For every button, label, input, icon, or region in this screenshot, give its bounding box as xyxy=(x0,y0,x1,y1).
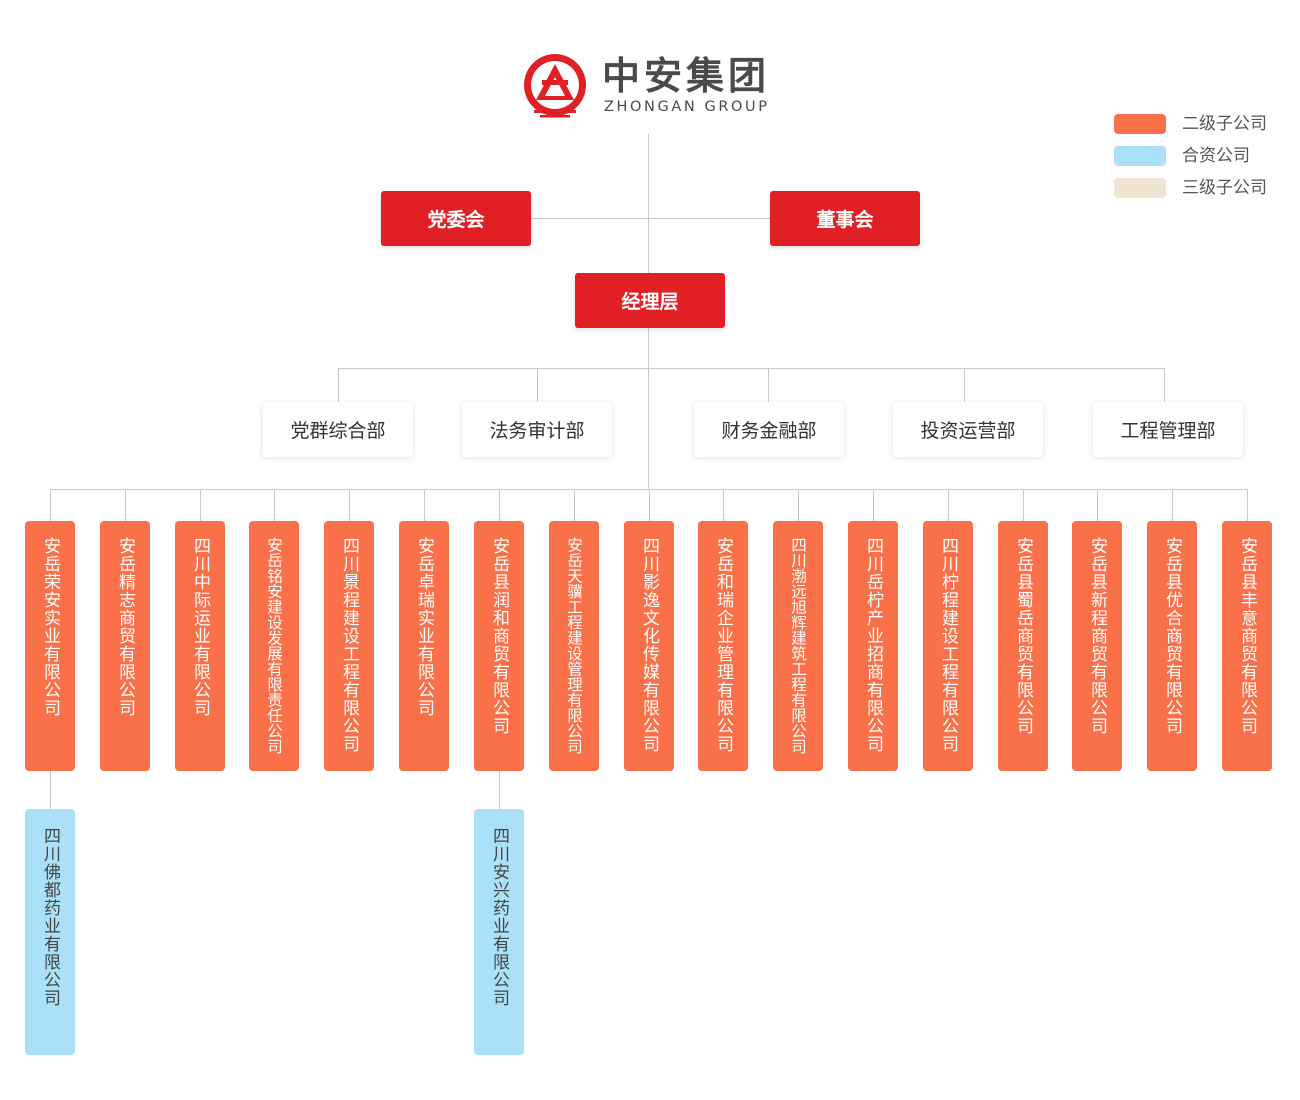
subsidiary-name: 安岳和瑞企业管理有限公司 xyxy=(713,537,733,753)
connector-subsidiary-drop xyxy=(424,489,425,521)
subsidiary-box: 安岳卓瑞实业有限公司 xyxy=(399,521,449,771)
subsidiary-name: 安岳县优合商贸有限公司 xyxy=(1162,537,1182,735)
logo-name-en: ZHONGAN GROUP xyxy=(604,99,770,115)
logo-name-cn: 中安集团 xyxy=(602,54,771,98)
subsidiary-box: 四川景程建设工程有限公司 xyxy=(324,521,374,771)
legend-item-level3: 三级子公司 xyxy=(1114,172,1289,204)
subsidiary-box: 安岳县润和商贸有限公司 xyxy=(474,521,524,771)
subsidiary-name: 安岳卓瑞实业有限公司 xyxy=(414,537,434,717)
subsidiary-box: 四川渤远旭辉建筑工程有限公司 xyxy=(773,521,823,771)
management-box: 经理层 xyxy=(575,273,725,328)
subsidiary-box: 四川岳柠产业招商有限公司 xyxy=(848,521,898,771)
subsidiary-box: 安岳和瑞企业管理有限公司 xyxy=(698,521,748,771)
connector-subsidiary-drop xyxy=(1023,489,1024,521)
connector-subsidiary-drop xyxy=(1247,489,1248,521)
connector-subsidiary-horizontal xyxy=(50,489,1247,490)
connector-subsidiary-drop xyxy=(574,489,575,521)
subsidiary-box: 安岳铭安建设发展有限责任公司 xyxy=(249,521,299,771)
subsidiary-name: 四川渤远旭辉建筑工程有限公司 xyxy=(789,537,807,754)
connector-subsidiary-drop xyxy=(50,489,51,521)
legend-label-joint-venture: 合资公司 xyxy=(1182,146,1250,166)
subsidiary-box: 四川柠程建设工程有限公司 xyxy=(923,521,973,771)
subsidiary-box: 安岳县丰意商贸有限公司 xyxy=(1222,521,1272,771)
connector-subsidiary-drop xyxy=(349,489,350,521)
subsidiary-name: 四川中际运业有限公司 xyxy=(190,537,210,717)
legend: 二级子公司 合资公司 三级子公司 xyxy=(1114,108,1289,204)
joint-venture-box: 四川佛都药业有限公司 xyxy=(25,809,75,1055)
connector-jv-1 xyxy=(50,771,51,809)
legend-swatch-level3 xyxy=(1114,178,1166,198)
subsidiary-box: 四川中际运业有限公司 xyxy=(175,521,225,771)
connector-subsidiary-drop xyxy=(274,489,275,521)
legend-item-level2: 二级子公司 xyxy=(1114,108,1289,140)
connector-subsidiary-drop xyxy=(200,489,201,521)
party-committee-box: 党委会 xyxy=(381,191,531,246)
connector-subsidiary-drop xyxy=(1097,489,1098,521)
connector-leadership-horizontal xyxy=(530,218,770,219)
subsidiary-name: 安岳精志商贸有限公司 xyxy=(115,537,135,717)
connector-jv-2 xyxy=(499,771,500,809)
subsidiary-name: 安岳荣安实业有限公司 xyxy=(40,537,60,717)
subsidiary-box: 安岳县新程商贸有限公司 xyxy=(1072,521,1122,771)
zhongan-logo-icon xyxy=(524,54,586,118)
connector-dept-5 xyxy=(1164,368,1165,402)
dept-legal-audit: 法务审计部 xyxy=(462,402,612,457)
connector-subsidiary-drop xyxy=(948,489,949,521)
connector-subsidiary-drop xyxy=(1172,489,1173,521)
connector-dept-3 xyxy=(768,368,769,402)
subsidiary-name: 安岳县蜀岳商贸有限公司 xyxy=(1013,537,1033,735)
subsidiary-box: 安岳精志商贸有限公司 xyxy=(100,521,150,771)
subsidiary-box: 安岳天骥工程建设管理有限公司 xyxy=(549,521,599,771)
subsidiary-name: 四川景程建设工程有限公司 xyxy=(339,537,359,753)
joint-venture-name: 四川佛都药业有限公司 xyxy=(40,827,60,1007)
connector-subsidiary-drop xyxy=(873,489,874,521)
board-of-directors-box: 董事会 xyxy=(770,191,920,246)
subsidiary-name: 安岳县新程商贸有限公司 xyxy=(1087,537,1107,735)
joint-venture-name: 四川安兴药业有限公司 xyxy=(489,827,509,1007)
company-logo: 中安集团 ZHONGAN GROUP xyxy=(520,52,790,122)
subsidiary-box: 安岳县蜀岳商贸有限公司 xyxy=(998,521,1048,771)
subsidiary-name: 四川柠程建设工程有限公司 xyxy=(938,537,958,753)
connector-dept-horizontal xyxy=(338,368,1165,369)
dept-engineering: 工程管理部 xyxy=(1093,402,1243,457)
subsidiary-name: 四川岳柠产业招商有限公司 xyxy=(863,537,883,753)
legend-label-level2: 二级子公司 xyxy=(1182,114,1267,134)
connector-subsidiary-drop xyxy=(723,489,724,521)
connector-subsidiary-drop xyxy=(649,489,650,521)
connector-dept-4 xyxy=(964,368,965,402)
legend-item-joint-venture: 合资公司 xyxy=(1114,140,1289,172)
joint-venture-box: 四川安兴药业有限公司 xyxy=(474,809,524,1055)
connector-subsidiary-drop xyxy=(125,489,126,521)
connector-dept-2 xyxy=(537,368,538,402)
subsidiary-box: 安岳荣安实业有限公司 xyxy=(25,521,75,771)
connector-subsidiary-drop xyxy=(798,489,799,521)
subsidiary-name: 四川影逸文化传媒有限公司 xyxy=(639,537,659,753)
subsidiary-name: 安岳天骥工程建设管理有限公司 xyxy=(565,537,583,754)
dept-finance: 财务金融部 xyxy=(694,402,844,457)
legend-swatch-level2 xyxy=(1114,114,1166,134)
subsidiary-name: 安岳县丰意商贸有限公司 xyxy=(1237,537,1257,735)
dept-investment-operations: 投资运营部 xyxy=(893,402,1043,457)
legend-swatch-joint-venture xyxy=(1114,146,1166,166)
legend-label-level3: 三级子公司 xyxy=(1182,178,1267,198)
dept-party-general: 党群综合部 xyxy=(263,402,413,457)
subsidiary-name: 安岳县润和商贸有限公司 xyxy=(489,537,509,735)
connector-dept-1 xyxy=(338,368,339,402)
connector-subsidiary-drop xyxy=(499,489,500,521)
subsidiary-name: 安岳铭安建设发展有限责任公司 xyxy=(265,537,283,754)
subsidiary-box: 四川影逸文化传媒有限公司 xyxy=(624,521,674,771)
subsidiary-box: 安岳县优合商贸有限公司 xyxy=(1147,521,1197,771)
